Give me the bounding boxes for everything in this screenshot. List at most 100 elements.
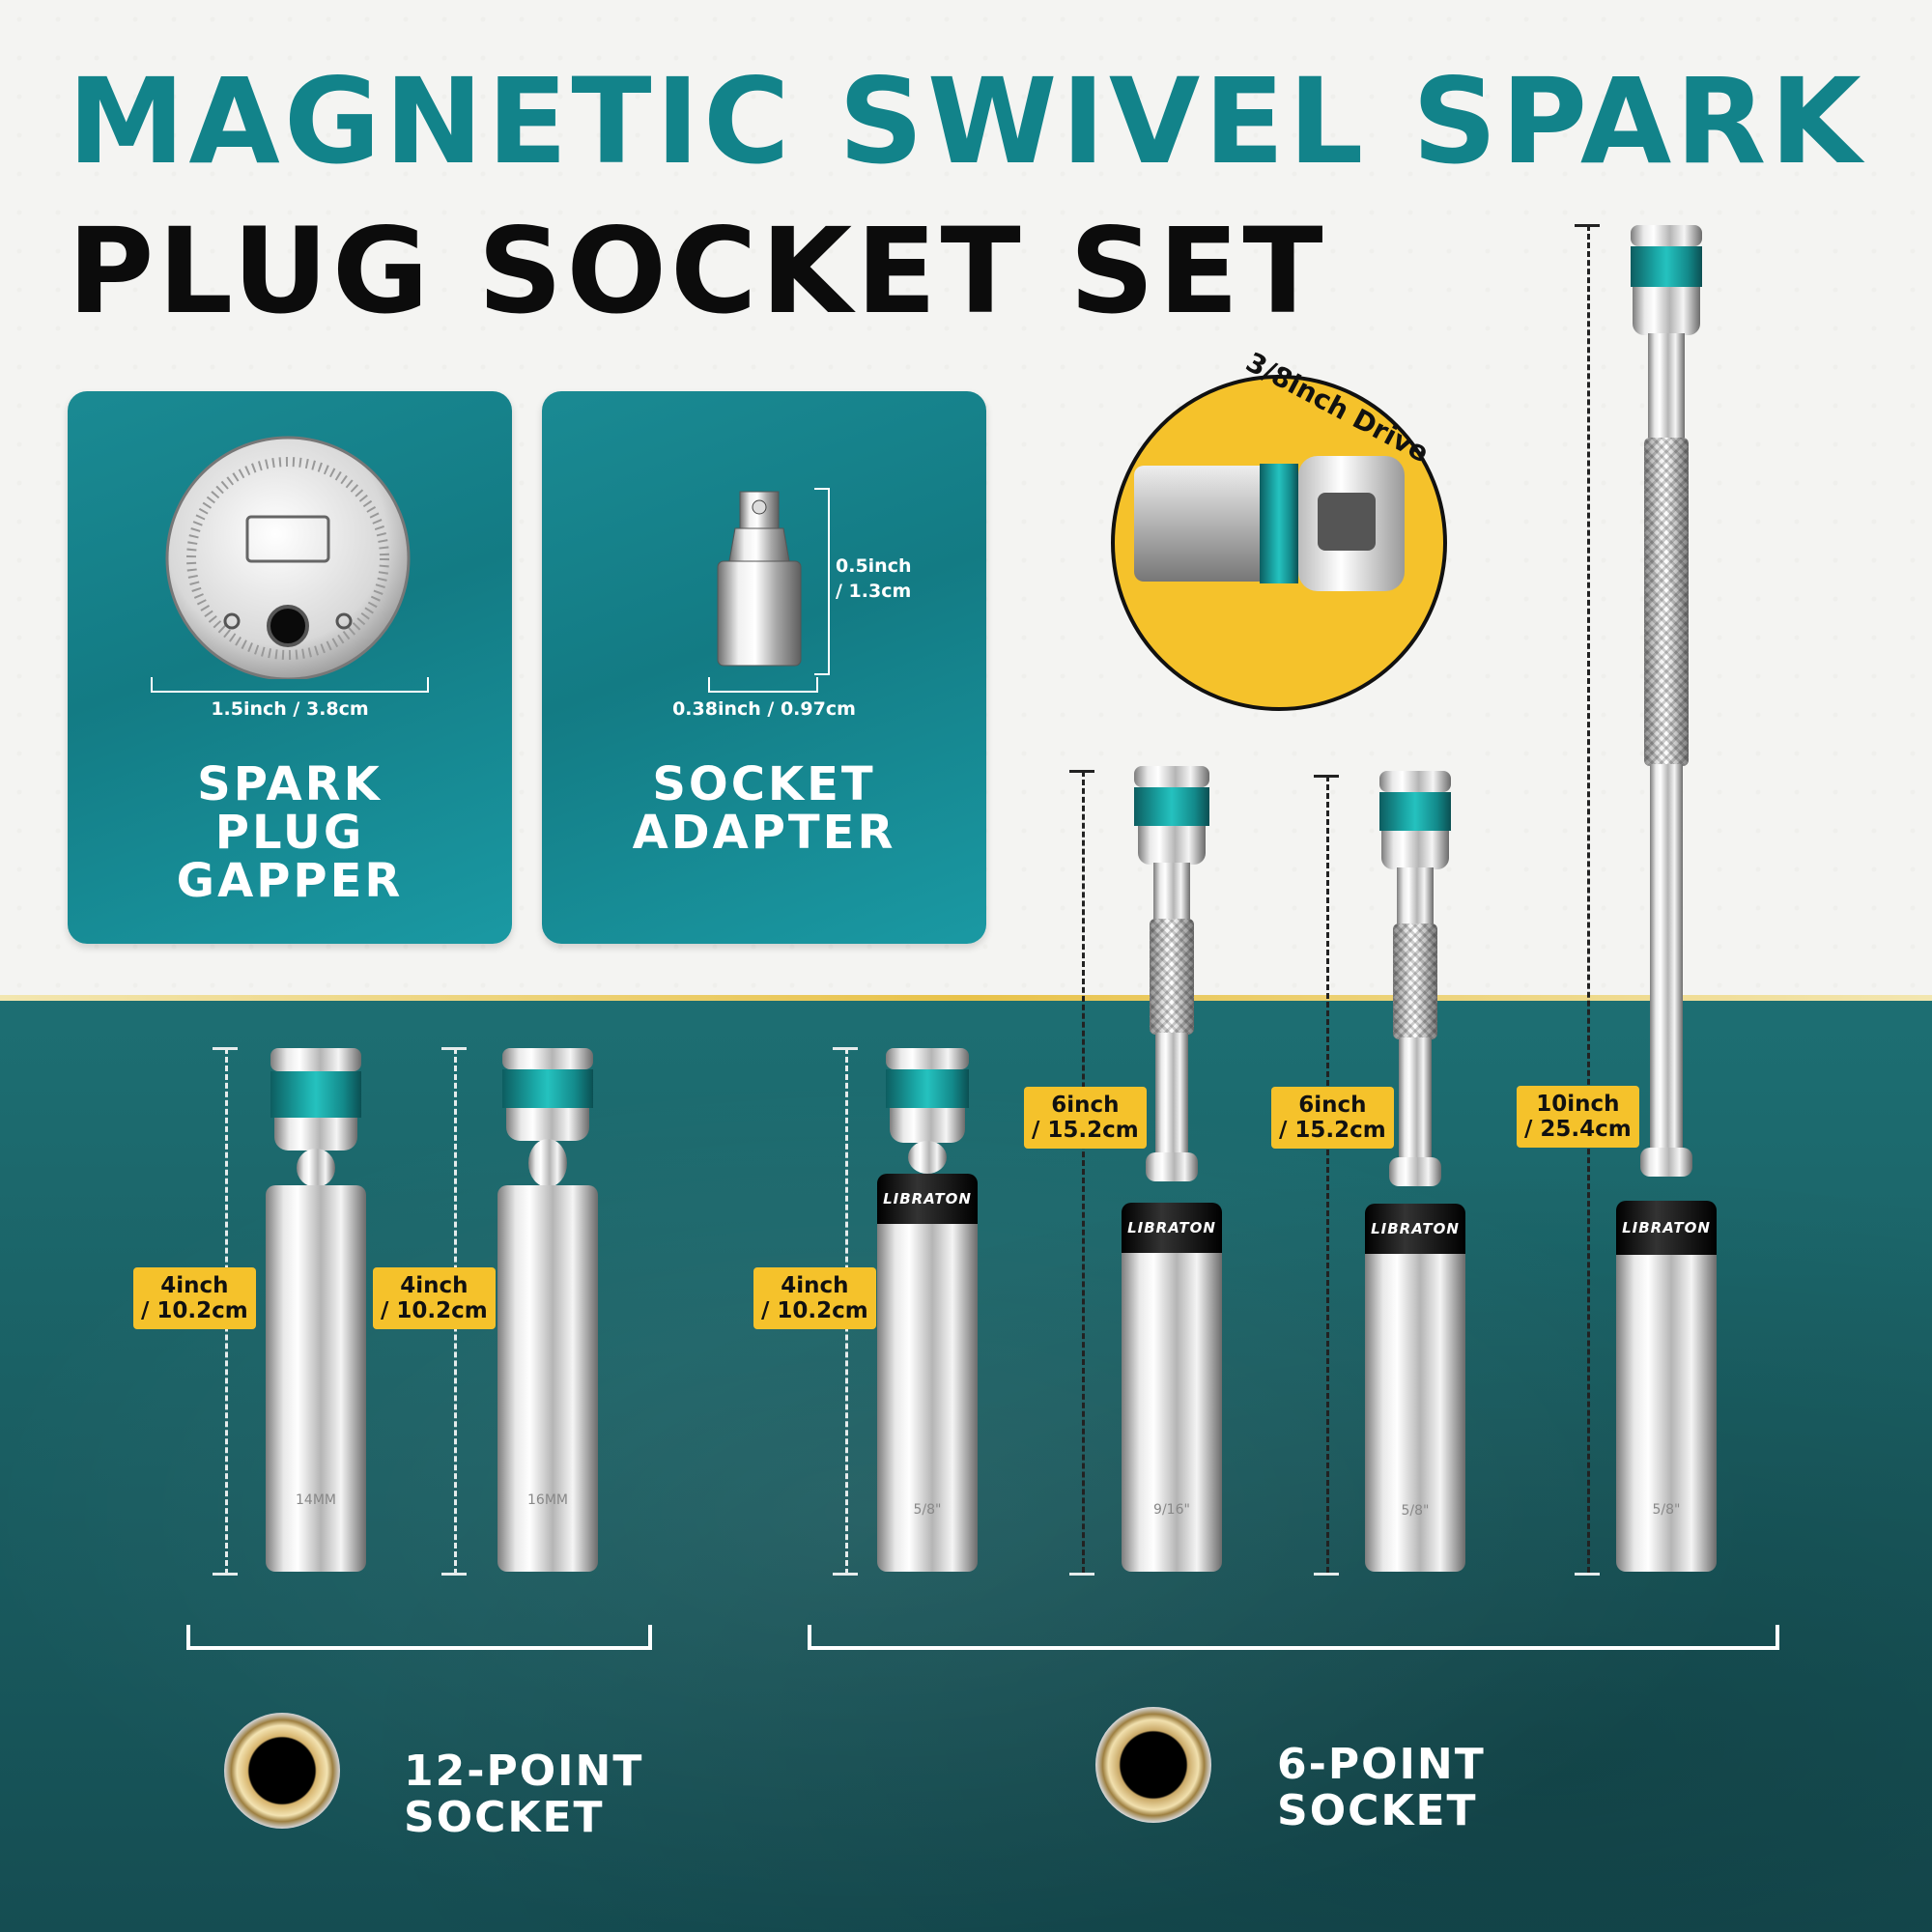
twelve-point-l1: 12-POINT xyxy=(404,1747,644,1796)
dim-tick xyxy=(1575,1573,1600,1576)
socket-neck xyxy=(1633,287,1700,335)
socket-14mm: 14MM xyxy=(263,1048,369,1575)
length-badge-s3: 4inch / 10.2cm xyxy=(753,1267,876,1329)
socket-swivel-cup xyxy=(890,1108,965,1143)
extension-shaft xyxy=(1153,863,1190,921)
badge-line: 4inch xyxy=(400,1273,469,1298)
socket-5-8-6in: LIBRATON 5/8" xyxy=(1362,771,1468,1575)
six-point-l2: SOCKET xyxy=(1277,1786,1478,1835)
gapper-disc-image xyxy=(165,436,411,679)
socket-teal-band xyxy=(270,1071,361,1118)
dim-tick xyxy=(833,1047,858,1050)
socket-top-cap xyxy=(1134,766,1209,787)
drive-teal-band xyxy=(1260,464,1298,583)
socket-teal-band xyxy=(1134,787,1209,826)
gapper-title-line: GAPPER xyxy=(176,854,404,908)
extension-shaft xyxy=(1650,764,1683,1151)
dim-tick xyxy=(213,1573,238,1576)
socket-neck xyxy=(1138,826,1206,865)
extension-knurl-grip xyxy=(1150,919,1194,1035)
socket-5-8-short: LIBRATON 5/8" xyxy=(874,1048,980,1575)
six-point-socket-icon xyxy=(1095,1707,1211,1823)
socket-top-cap xyxy=(1379,771,1451,792)
socket-body xyxy=(497,1185,598,1572)
six-point-l1: 6-POINT xyxy=(1277,1740,1486,1789)
title-line-1: MAGNETIC SWIVEL SPARK xyxy=(68,53,1865,190)
drive-square-hole xyxy=(1318,493,1376,551)
gapper-width-line xyxy=(151,677,429,693)
dim-line-10in xyxy=(1587,225,1590,1573)
gold-divider xyxy=(0,995,1932,1001)
six-point-label: 6-POINT SOCKET xyxy=(1277,1742,1486,1834)
socket-body xyxy=(266,1185,366,1572)
dim-tick xyxy=(441,1573,467,1576)
dim-tick xyxy=(833,1573,858,1576)
badge-line: 4inch xyxy=(781,1273,849,1298)
socket-brand-band: LIBRATON xyxy=(1122,1203,1222,1253)
badge-line: 6inch xyxy=(1051,1093,1120,1118)
socket-size-mark: 14MM xyxy=(296,1492,336,1508)
socket-swivel-ball xyxy=(908,1141,947,1174)
length-badge-s5: 6inch / 15.2cm xyxy=(1271,1087,1394,1149)
socket-body xyxy=(877,1224,978,1572)
badge-line: / 25.4cm xyxy=(1524,1117,1632,1142)
dim-tick xyxy=(213,1047,238,1050)
adapter-width-line xyxy=(708,677,818,693)
extension-joint xyxy=(1146,1152,1198,1181)
socket-teal-band xyxy=(502,1069,593,1108)
extension-knurl-grip xyxy=(1644,438,1689,766)
socket-top-cap xyxy=(270,1048,361,1071)
dim-tick xyxy=(1314,775,1339,778)
extension-joint xyxy=(1389,1157,1441,1186)
socket-body xyxy=(1616,1255,1717,1572)
badge-line: 4inch xyxy=(160,1273,229,1298)
length-badge-s6: 10inch / 25.4cm xyxy=(1517,1086,1639,1148)
socket-brand-band: LIBRATON xyxy=(1365,1204,1465,1254)
length-badge-s2: 4inch / 10.2cm xyxy=(373,1267,496,1329)
socket-teal-band xyxy=(1631,246,1702,287)
extension-shaft xyxy=(1155,1033,1188,1158)
extension-joint xyxy=(1640,1148,1692,1177)
socket-size-mark: 16MM xyxy=(527,1492,568,1508)
adapter-height-l1: 0.5inch xyxy=(836,555,912,577)
adapter-title: SOCKET ADAPTER xyxy=(542,760,986,857)
socket-top-cap xyxy=(1631,225,1702,246)
gapper-card: 1.5inch / 3.8cm SPARK PLUG GAPPER xyxy=(68,391,512,944)
twelve-point-label: 12-POINT SOCKET xyxy=(404,1748,643,1841)
gapper-width-label: 1.5inch / 3.8cm xyxy=(211,698,369,720)
title-line-2: PLUG SOCKET SET xyxy=(68,203,1327,340)
dim-tick xyxy=(441,1047,467,1050)
socket-swivel-ball xyxy=(297,1149,335,1187)
dim-tick xyxy=(1575,224,1600,227)
badge-line: 6inch xyxy=(1298,1093,1367,1118)
socket-teal-band xyxy=(886,1069,969,1108)
adapter-width-label: 0.38inch / 0.97cm xyxy=(672,698,856,720)
socket-brand-band: LIBRATON xyxy=(1616,1201,1717,1255)
badge-line: / 10.2cm xyxy=(141,1298,248,1323)
adapter-title-line: SOCKET xyxy=(652,757,876,811)
socket-brand-band: LIBRATON xyxy=(877,1174,978,1224)
group-bracket-12pt xyxy=(186,1625,652,1650)
drive-callout-circle xyxy=(1111,375,1447,711)
socket-top-cap xyxy=(502,1048,593,1069)
group-bracket-6pt xyxy=(808,1625,1779,1650)
socket-size-mark: 5/8" xyxy=(1401,1503,1430,1519)
badge-line: / 15.2cm xyxy=(1279,1118,1386,1143)
twelve-point-socket-icon xyxy=(224,1713,340,1829)
socket-swivel-ball xyxy=(528,1139,567,1187)
socket-neck xyxy=(1381,831,1449,869)
badge-line: / 10.2cm xyxy=(761,1298,868,1323)
adapter-height-label: 0.5inch / 1.3cm xyxy=(836,554,912,604)
twelve-point-l2: SOCKET xyxy=(404,1793,605,1842)
badge-line: 10inch xyxy=(1536,1092,1620,1117)
gapper-title: SPARK PLUG GAPPER xyxy=(68,760,512,905)
length-badge-s4: 6inch / 15.2cm xyxy=(1024,1087,1147,1149)
extension-shaft xyxy=(1648,333,1685,440)
badge-line: / 10.2cm xyxy=(381,1298,488,1323)
extension-knurl-grip xyxy=(1393,923,1437,1039)
adapter-card: 0.5inch / 1.3cm 0.38inch / 0.97cm SOCKET… xyxy=(542,391,986,944)
gapper-title-line: SPARK xyxy=(197,757,383,811)
gapper-title-line: PLUG xyxy=(214,806,365,860)
adapter-height-l2: / 1.3cm xyxy=(836,581,912,602)
dim-line-6in-b xyxy=(1326,776,1329,1573)
